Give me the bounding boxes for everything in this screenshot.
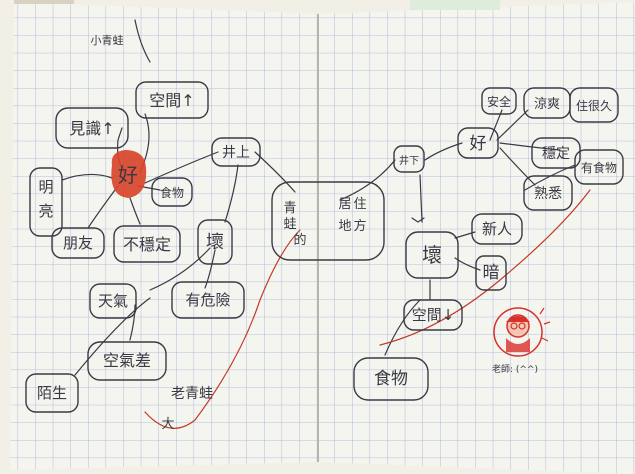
node-bad-left: 壞 (206, 232, 224, 253)
node-new-people: 新人 (482, 220, 512, 238)
node-weather: 天氣 (98, 292, 128, 310)
svg-text:的: 的 (293, 232, 306, 248)
node-unstable: 不穩定 (123, 235, 171, 254)
svg-text:青: 青 (283, 201, 296, 216)
node-strange: 陌生 (37, 384, 67, 402)
node-air-bad: 空氣差 (103, 351, 151, 370)
node-good-left: 好 (118, 163, 138, 187)
node-dark: 暗 (483, 263, 500, 283)
node-space-down: 空間↓ (412, 306, 455, 324)
node-comfortable: 住很久 (576, 99, 612, 113)
node-old-frog: 老青蛙 (171, 386, 213, 402)
node-good-right: 好 (470, 134, 487, 154)
node-knowledge: 見識↑ (69, 119, 114, 138)
node-has-food: 有食物 (581, 160, 617, 175)
node-friends: 朋友 (63, 234, 93, 252)
node-food-left: 食物 (160, 185, 184, 200)
node-big: 大 (161, 417, 174, 432)
node-bad-right: 壞 (422, 243, 442, 267)
svg-text:住: 住 (353, 197, 366, 212)
node-well-top: 井上 (222, 145, 250, 161)
node-safe: 安全 (487, 94, 511, 109)
node-familiar: 熟悉 (534, 186, 562, 202)
svg-text:方: 方 (353, 218, 366, 234)
node-cool: 涼爽 (534, 97, 560, 112)
svg-text:地: 地 (338, 219, 351, 234)
stamp-caption: 老師: (^^) (492, 363, 538, 375)
node-danger: 有危險 (185, 291, 230, 309)
node-stable: 穩定 (542, 146, 570, 162)
node-food-right: 食物 (374, 369, 408, 389)
node-title: 小青蛙 (91, 34, 124, 47)
svg-text:蛙: 蛙 (283, 217, 296, 232)
node-well-bottom: 井下 (399, 154, 419, 167)
node-space-up: 空間↑ (149, 91, 194, 110)
svg-text:居: 居 (338, 197, 351, 212)
